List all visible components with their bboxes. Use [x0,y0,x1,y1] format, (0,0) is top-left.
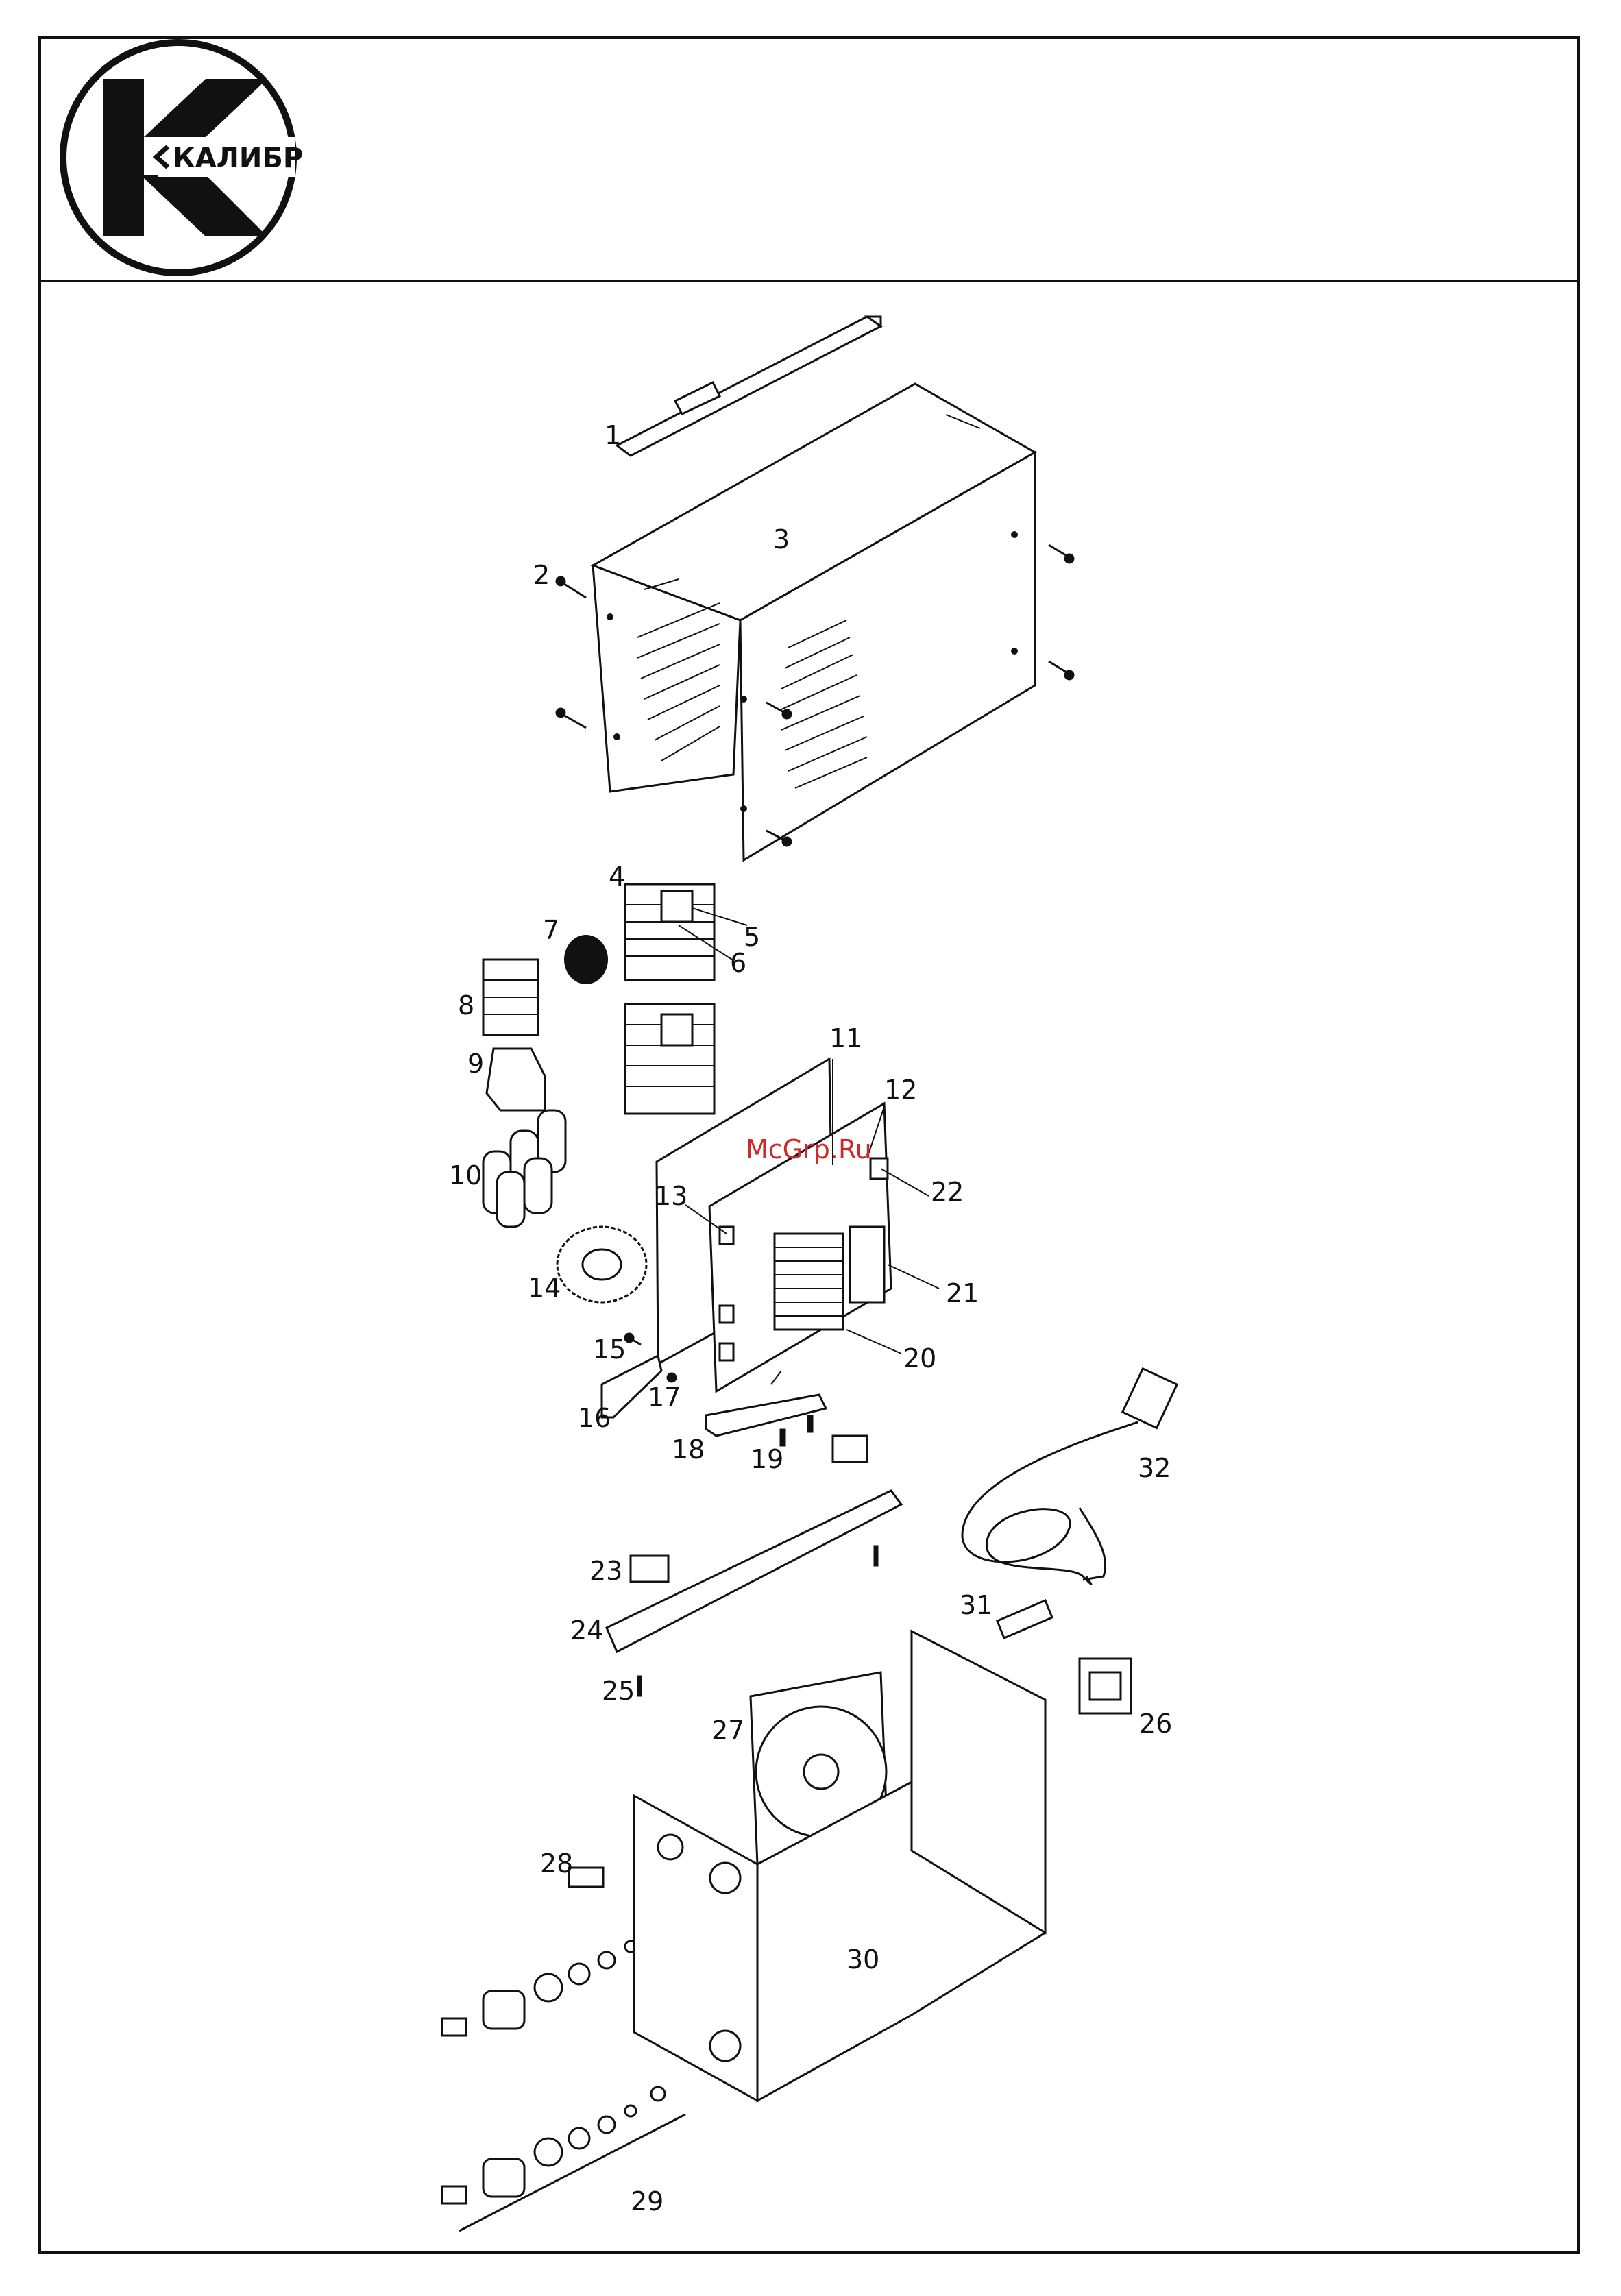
part-base-plate [607,1436,901,1696]
part-heatsink-upper [625,884,714,980]
callout-28: 28 [540,1848,573,1879]
callout-20: 20 [903,1343,936,1373]
callout-6: 6 [730,948,746,978]
callout-18: 18 [672,1434,705,1465]
callout-4: 4 [609,862,625,892]
callout-25: 25 [602,1676,635,1706]
callout-29: 29 [631,2186,663,2216]
part-power-switch [1080,1659,1131,1713]
part-connector [569,1868,603,1887]
callout-32: 32 [1138,1453,1171,1483]
part-heatsink-lower [625,1004,714,1114]
callout-2: 2 [533,560,550,590]
part-mount-bracket [706,1395,826,1446]
callout-23: 23 [589,1556,622,1586]
callout-10: 10 [449,1160,482,1190]
part-capacitors [483,1110,565,1227]
callout-17: 17 [648,1382,681,1413]
callout-12: 12 [884,1075,917,1105]
part-toroid-coil [557,1227,646,1302]
part-bracket [487,1049,545,1110]
callout-27: 27 [711,1715,744,1746]
part-cover [593,384,1035,860]
callout-31: 31 [960,1590,992,1620]
callout-24: 24 [570,1615,603,1646]
part-small-heatsink [483,960,538,1035]
callout-8: 8 [458,990,474,1021]
callout-30: 30 [846,1944,879,1975]
callout-26: 26 [1139,1709,1172,1739]
part-knob [564,935,608,984]
callout-7: 7 [543,915,559,945]
callout-3: 3 [773,524,790,554]
part-fuse-holder [997,1600,1052,1638]
callout-19: 19 [751,1444,783,1474]
brand-logo: КАЛИБР [63,42,303,273]
brand-logo-text: КАЛИБР [173,143,303,174]
callout-14: 14 [528,1273,561,1303]
callout-22: 22 [931,1177,964,1207]
callout-13: 13 [655,1181,687,1211]
callout-1: 1 [605,420,621,450]
callout-11: 11 [829,1023,862,1053]
watermark-text: McGrp.Ru [746,1134,872,1164]
callout-15: 15 [593,1334,626,1365]
callout-16: 16 [578,1403,611,1433]
callout-21: 21 [946,1278,979,1308]
callout-9: 9 [467,1049,484,1079]
